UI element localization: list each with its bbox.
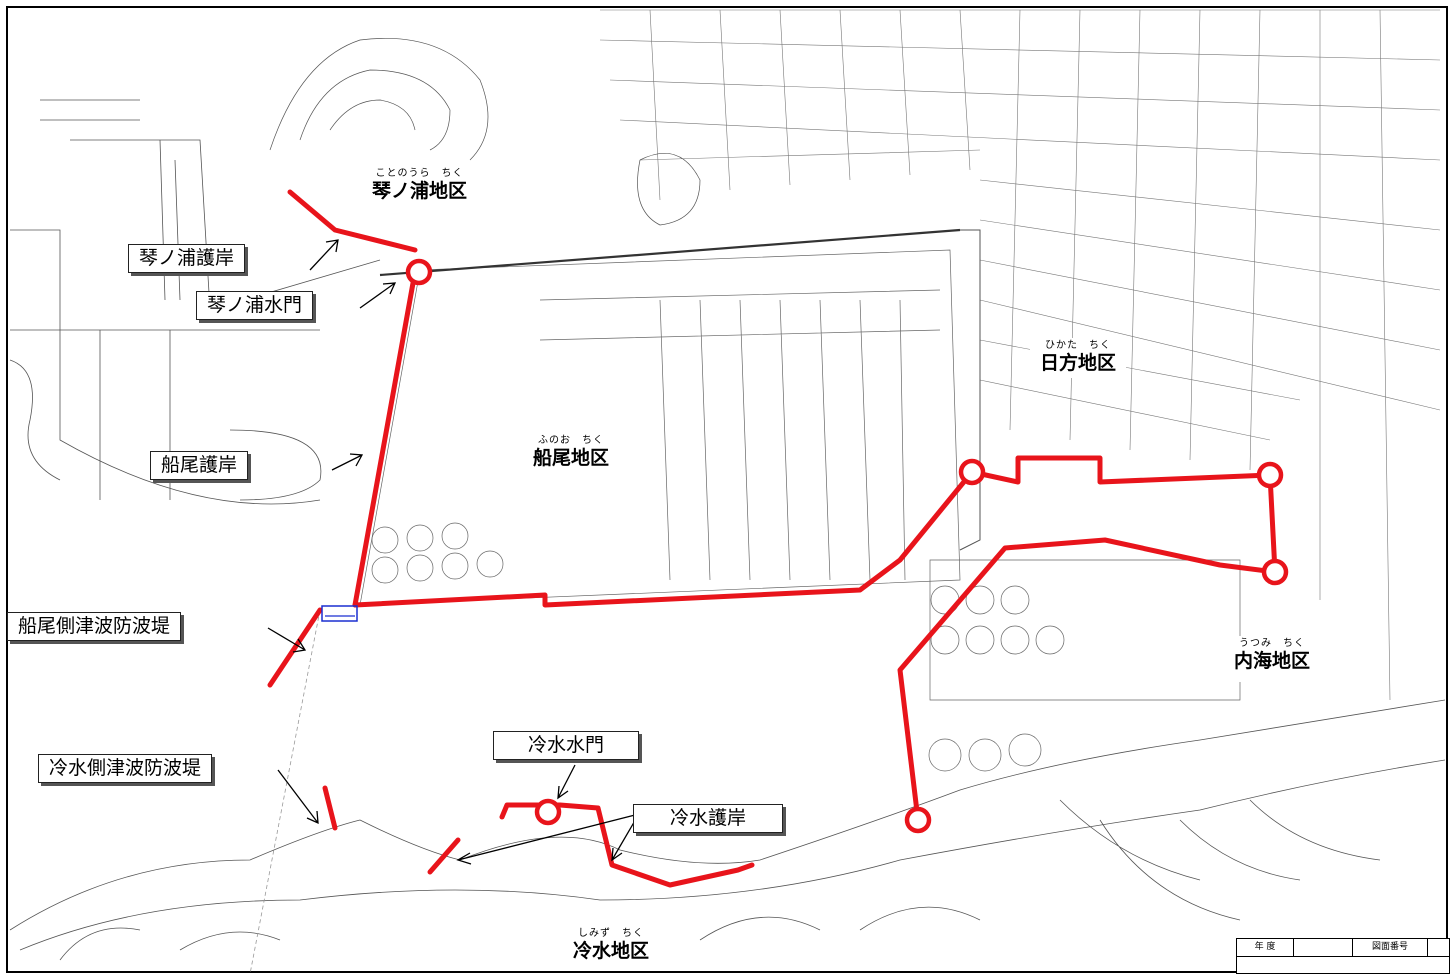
funao-seawall-line (352, 269, 418, 608)
label-kotonoura-floodgate: 琴ノ浦水門 (196, 291, 314, 320)
shimizu-west-line (427, 837, 461, 875)
name-utsumi: 内海地区 (1234, 650, 1311, 672)
breakwater-guide (249, 609, 321, 974)
protection-routes (267, 189, 1278, 888)
funao-tsunami-breakwater-line (267, 607, 323, 688)
kotonoura-floodgate-marker (405, 258, 433, 286)
name-funao: 船尾地区 (533, 447, 610, 469)
district-hikata: ひかた ちく 日方地区 (1030, 338, 1127, 378)
ruby-shimizu: しみず ちく (578, 928, 644, 939)
railway-line (379, 228, 961, 277)
hikata-east-gate-marker (1256, 461, 1284, 489)
name-shimizu: 冷水地区 (573, 940, 650, 962)
hikata-west-gate-marker (958, 458, 986, 486)
hikata-line (969, 455, 1278, 575)
label-kotonoura-seawall: 琴ノ浦護岸 (128, 244, 246, 273)
canal-edge (959, 229, 981, 551)
west-reclamation (9, 99, 381, 505)
utsumi-tank-farm (928, 559, 1241, 772)
shimizu-floodgate-marker (534, 798, 562, 826)
title-block: 年 度 図面番号 (1236, 938, 1450, 974)
utsumi-line (897, 537, 1278, 823)
label-funao-tsunami-breakwater: 船尾側津波防波堤 (7, 612, 182, 641)
ruby-funao: ふのお ちく (538, 435, 604, 446)
title-block-year-value (1294, 939, 1353, 956)
title-block-drawing-no: 図面番号 (1353, 939, 1428, 956)
utsumi-south-gate-marker (904, 806, 932, 834)
title-block-divider (1237, 956, 1449, 957)
name-hikata: 日方地区 (1040, 352, 1117, 374)
district-utsumi: うつみ ちく 内海地区 (1210, 636, 1335, 682)
callout-arrows (267, 239, 641, 865)
district-kotonoura: ことのうら ちく 琴ノ浦地区 (362, 166, 478, 206)
funao-gate-marker (321, 605, 358, 622)
shimizu-tsunami-breakwater-line (322, 785, 338, 831)
name-kotonoura: 琴ノ浦地区 (372, 180, 468, 202)
kotonoura-seawall-line (287, 189, 418, 253)
label-funao-seawall: 船尾護岸 (150, 451, 249, 480)
map-frame (6, 6, 1448, 973)
label-shimizu-floodgate: 冷水水門 (493, 731, 640, 760)
ruby-utsumi: うつみ ちく (1239, 638, 1305, 649)
city-grid-north (599, 9, 1441, 701)
label-shimizu-tsunami-breakwater: 冷水側津波防波堤 (38, 754, 213, 783)
utsumi-gate-marker (1261, 558, 1289, 586)
south-coast (9, 699, 1446, 961)
ruby-hikata: ひかた ちく (1045, 340, 1111, 351)
label-shimizu-seawall: 冷水護岸 (633, 804, 784, 833)
ruby-kotonoura: ことのうら ちく (375, 168, 464, 179)
title-block-year: 年 度 (1237, 939, 1294, 956)
district-funao: ふのお ちく 船尾地区 (523, 433, 620, 473)
district-shimizu: しみず ちく 冷水地区 (563, 926, 660, 966)
floodgates (405, 258, 1289, 834)
base-map (9, 9, 1446, 974)
funao-east-line (352, 469, 975, 608)
kotonoura-headland (269, 37, 701, 226)
funao-plant (359, 249, 961, 606)
shimizu-seawall-line (499, 802, 755, 888)
